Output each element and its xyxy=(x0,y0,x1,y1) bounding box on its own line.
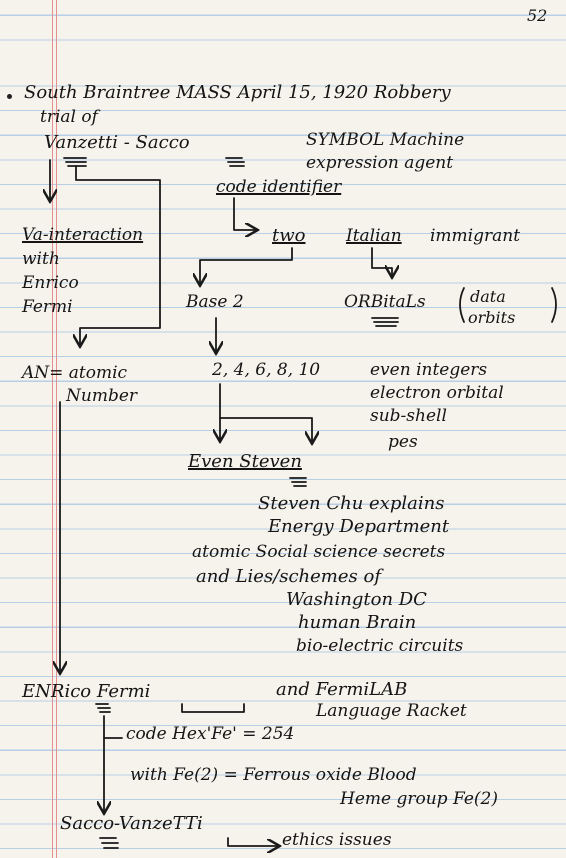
electron-orbital-line: electron orbital xyxy=(370,383,504,403)
arrow-sequence-branch xyxy=(219,417,312,442)
arrow-to-ethics xyxy=(227,837,278,846)
vanzetti-sacco-line: Vanzetti - Sacco xyxy=(44,132,190,153)
expression-agent-line: expression agent xyxy=(306,153,454,173)
pes-line: pes xyxy=(388,432,418,452)
sub-shell-line: sub-shell xyxy=(370,406,447,426)
enrico-underline-mark xyxy=(95,703,111,713)
chu-line-4: and Lies/schemes of xyxy=(196,566,381,587)
sacco-vanzetti-underline-mark xyxy=(99,837,119,849)
header-line-1: South Braintree MASS April 15, 1920 Robb… xyxy=(24,82,451,103)
arrow-vanzetti-to-atomic xyxy=(76,165,161,345)
base-2-label: Base 2 xyxy=(186,292,244,312)
chu-line-2: Energy Department xyxy=(268,516,450,537)
bullet-dot xyxy=(7,94,12,99)
even-steven-underline-mark xyxy=(289,477,307,487)
va-interaction-line-2: with xyxy=(22,249,60,269)
orbitals-underline-mark xyxy=(371,317,399,327)
chu-line-5: Washington DC xyxy=(286,589,427,610)
va-interaction-line-4: Fermi xyxy=(22,297,73,317)
and-fermilab-line: and FermiLAB xyxy=(276,679,408,700)
orbitals-label: ORBitaLs xyxy=(344,292,426,312)
chu-line-7: bio-electric circuits xyxy=(296,636,464,656)
with-fe-line: with Fe(2) = Ferrous oxide Blood xyxy=(130,765,417,785)
symbol-machine-line: SYMBOL Machine xyxy=(306,130,465,150)
va-interaction-line-1: Va-interaction xyxy=(22,225,144,245)
arrow-italian-to-orbitals xyxy=(371,247,392,276)
even-steven-heading: Even Steven xyxy=(188,451,302,472)
chu-line-3: atomic Social science secrets xyxy=(192,542,446,562)
sacco-underline-mark xyxy=(225,157,245,167)
heme-group-line: Heme group Fe(2) xyxy=(340,789,498,809)
atomic-number-line-1: AN= atomic xyxy=(22,363,128,383)
paren-left xyxy=(459,287,465,323)
chu-line-1: Steven Chu explains xyxy=(258,493,445,514)
page-number: 52 xyxy=(527,6,548,25)
arrow-code-to-two xyxy=(233,197,256,230)
italian-word: Italian xyxy=(346,226,402,246)
even-integers-line: even integers xyxy=(370,360,488,380)
arrow-two-to-base2 xyxy=(200,247,293,284)
data-orbits-line-1: data xyxy=(470,287,506,306)
enrico-fermi-line: ENRico Fermi xyxy=(22,681,151,702)
data-orbits-line-2: orbits xyxy=(468,308,516,327)
va-interaction-line-3: Enrico xyxy=(22,273,79,293)
paren-right xyxy=(551,287,557,323)
two-word: two xyxy=(272,225,306,246)
sacco-vanzetti-line: Sacco-VanzeTTi xyxy=(60,813,203,834)
header-line-2: trial of xyxy=(40,107,98,127)
fermi-bracket xyxy=(181,703,245,713)
atomic-number-line-2: Number xyxy=(66,386,138,406)
language-racket-line: Language Racket xyxy=(316,701,467,721)
code-identifier-line: code identifier xyxy=(216,177,342,197)
vanzetti-underline-mark xyxy=(63,157,87,167)
immigrant-word: immigrant xyxy=(430,226,521,246)
chu-line-6: human Brain xyxy=(298,612,417,633)
code-hex-line: code Hex'Fe' = 254 xyxy=(126,724,295,744)
ethics-issues-line: ethics issues xyxy=(282,830,392,850)
even-sequence: 2, 4, 6, 8, 10 xyxy=(212,360,321,380)
